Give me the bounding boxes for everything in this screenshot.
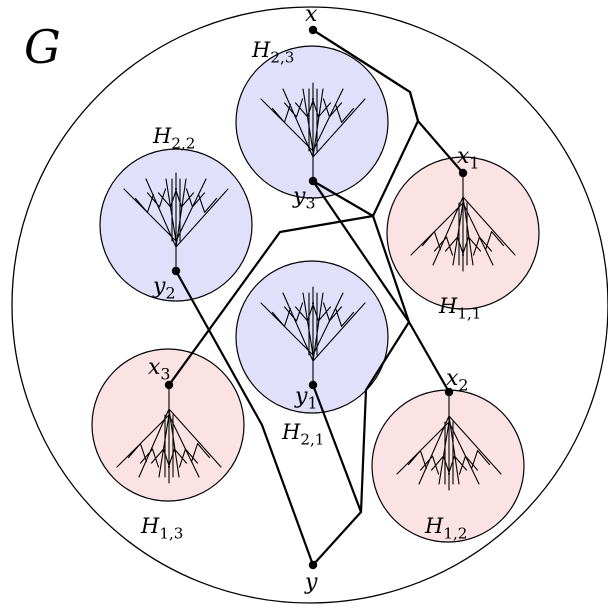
subgraph-tree-H22 xyxy=(123,172,229,272)
vertex-label-y: y xyxy=(305,570,318,595)
path-x-x2 xyxy=(312,29,450,393)
path-y2-y xyxy=(175,270,315,566)
vertex-x1 xyxy=(458,168,468,178)
vertex-label-y3: y3 xyxy=(293,184,316,213)
subgraph-label-H21: H2,1 xyxy=(282,420,325,449)
subgraph-disk-H21 xyxy=(235,260,389,414)
vertex-y3 xyxy=(308,176,318,186)
graph-boundary xyxy=(11,6,608,604)
subgraph-tree-H21 xyxy=(260,286,366,386)
vertex-label-y2: y2 xyxy=(153,274,176,303)
vertex-y1 xyxy=(308,380,318,390)
vertex-x xyxy=(308,25,318,35)
subgraph-tree-H13 xyxy=(116,384,222,484)
vertex-label-y1: y1 xyxy=(295,384,318,413)
subgraph-disk-H13 xyxy=(91,348,245,502)
subgraph-label-H13: H1,3 xyxy=(141,514,184,543)
subgraph-disk-H23 xyxy=(235,45,389,199)
subgraph-label-H22: H2,2 xyxy=(153,124,196,153)
vertex-y xyxy=(308,560,318,570)
subgraph-tree-H23 xyxy=(260,82,366,182)
subgraph-label-H23: H2,3 xyxy=(252,38,295,67)
path-y1-y xyxy=(311,384,363,513)
vertex-label-x: x xyxy=(305,2,318,27)
vertex-label-x3: x3 xyxy=(148,355,171,384)
vertex-x2 xyxy=(444,387,454,397)
subgraph-label-H12: H1,2 xyxy=(425,514,468,543)
subgraph-tree-H12 xyxy=(396,391,502,491)
vertex-label-x2: x2 xyxy=(446,366,469,395)
vertex-x3 xyxy=(164,380,174,390)
subgraph-label-H11: H1,1 xyxy=(439,294,482,323)
path-y3-x3 xyxy=(168,180,375,386)
vertex-label-x1: x1 xyxy=(457,144,480,173)
vertex-y2 xyxy=(171,266,181,276)
graph-label-G: G xyxy=(24,20,61,74)
subgraph-tree-H11 xyxy=(410,172,516,272)
path-y3-y-right xyxy=(312,180,411,566)
